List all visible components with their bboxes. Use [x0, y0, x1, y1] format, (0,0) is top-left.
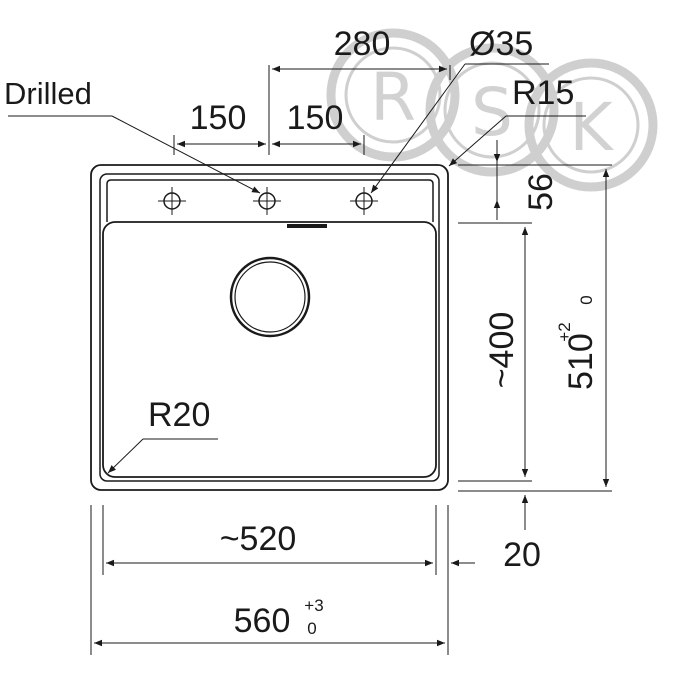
- sink-outer-outline: [90, 164, 449, 491]
- dim-bowl-width: ~520: [220, 520, 297, 558]
- corner-radius-r20-label: R20: [148, 396, 210, 434]
- dim-total-width-tol-lower: 0: [307, 619, 316, 638]
- tap-hole-center: [253, 187, 281, 215]
- rsk-watermark-logo: R S K: [326, 28, 658, 192]
- tap-hole-left: [158, 187, 186, 215]
- dim-hole-spacing-right: 150: [287, 99, 344, 137]
- tap-deck-area: [111, 179, 434, 222]
- drain-outlet: [229, 256, 311, 338]
- hole-diameter-label: Ø35: [469, 25, 533, 63]
- dim-total-depth-tol-upper: +2: [555, 322, 574, 341]
- dim-bowl-depth: ~400: [483, 312, 521, 389]
- corner-radius-r15-label: R15: [512, 74, 574, 112]
- sink-bowl: [102, 221, 437, 478]
- drilled-label: Drilled: [4, 76, 92, 111]
- tap-hole-right: [350, 187, 378, 215]
- svg-text:K: K: [569, 89, 614, 166]
- dim-total-depth-tol-lower: 0: [577, 295, 596, 304]
- dim-deck-depth: 56: [522, 173, 560, 211]
- dim-total-width: 560: [234, 602, 291, 640]
- dim-hole-spacing-left: 150: [190, 99, 247, 137]
- svg-text:S: S: [471, 74, 513, 151]
- dim-total-depth: 510: [562, 333, 600, 390]
- svg-text:R: R: [370, 59, 416, 136]
- sink-inner-rim: [99, 173, 440, 482]
- hole-diameter-leader: [370, 63, 466, 194]
- dim-edge-offset: 20: [503, 536, 541, 574]
- overflow-slot: [287, 224, 327, 228]
- dim-holes-total: 280: [334, 25, 391, 63]
- drilled-leader: [111, 115, 261, 194]
- corner-radius-r15-leader: [448, 115, 507, 167]
- dim-total-width-tol-upper: +3: [304, 596, 323, 615]
- corner-radius-r20-leader: [107, 438, 144, 474]
